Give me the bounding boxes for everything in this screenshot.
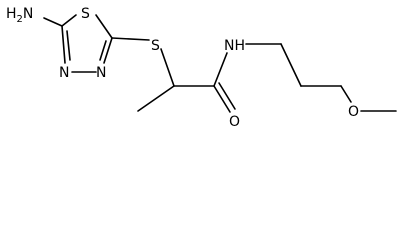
bond-c2-n3 <box>103 37 113 64</box>
amide-nitrogen-label: NH <box>224 38 245 54</box>
bond-carbonyl-o <box>213 85 231 113</box>
ring-nitrogen-right-label: N <box>96 65 106 81</box>
bond-c2-thioether <box>111 37 150 41</box>
ring-sulfur-label: S <box>81 6 90 22</box>
methoxy-oxygen-label: O <box>348 104 359 120</box>
amine-label: H2N <box>6 6 33 25</box>
carbonyl-oxygen-label: O <box>229 114 240 129</box>
chemical-structure-diagram: H2N S N N S NH O O <box>6 6 397 129</box>
bond-c2-n3-double <box>99 40 107 61</box>
thioether-sulfur-label: S <box>151 38 160 54</box>
bond-ch2a-ch2b <box>280 43 302 87</box>
bond-ch-methyl <box>137 85 175 112</box>
bond-n4-c5 <box>61 25 66 64</box>
bond-n4-c5-double <box>66 30 71 61</box>
bond-c5-s1 <box>61 14 77 27</box>
bond-c5-amine <box>43 17 63 27</box>
bond-carbonyl-nh <box>213 52 228 87</box>
ring-nitrogen-left-label: N <box>59 65 69 81</box>
bond-ch2c-o <box>340 85 352 103</box>
bond-s1-c2 <box>95 14 113 39</box>
thiadiazole-ring <box>61 14 113 73</box>
bond-thioether-ch <box>160 48 175 87</box>
bond-carbonyl-o-double <box>218 82 236 110</box>
